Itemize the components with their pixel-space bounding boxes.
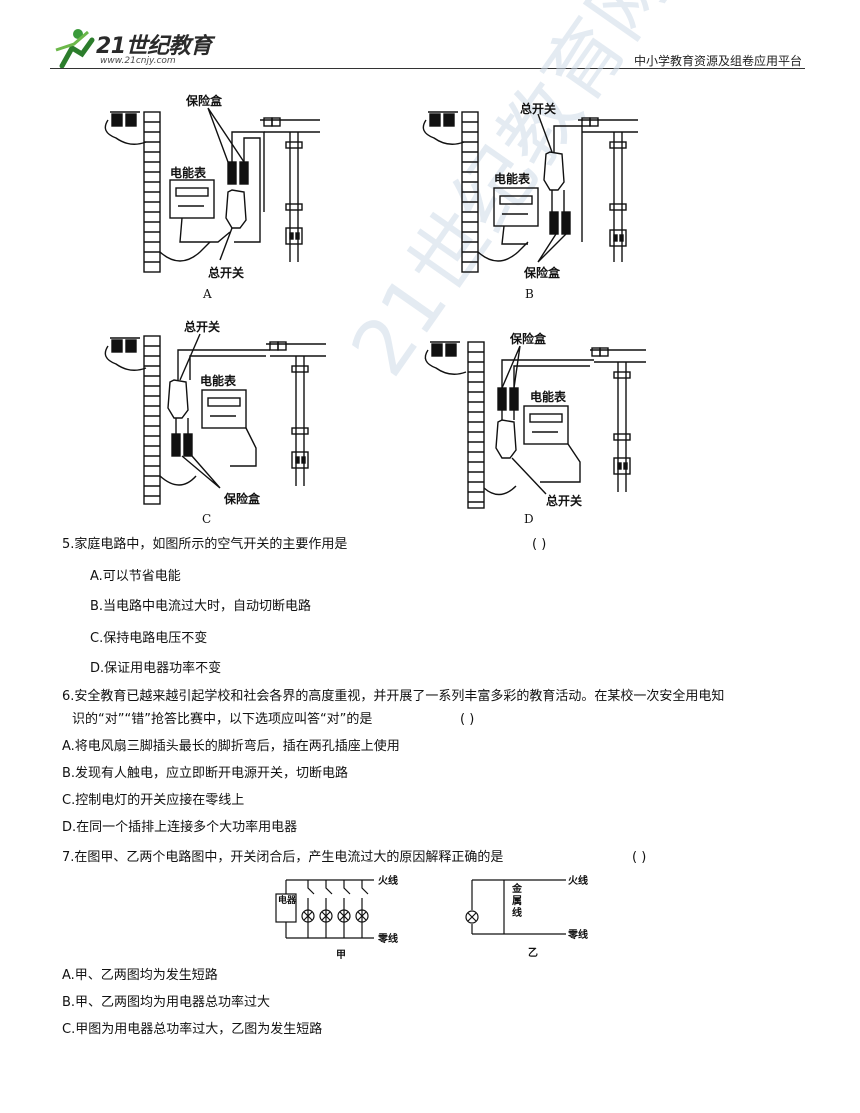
q7-option-a: A.甲、乙两图均为发生短路 — [62, 968, 218, 983]
jia-appliance-label: 电器 — [278, 896, 297, 906]
fuse-box-label-c: 保险盒 — [224, 492, 261, 506]
yi-metal-wire-label: 金属线 — [512, 884, 522, 919]
q5-stem: 5.家庭电路中，如图所示的空气开关的主要作用是 — [62, 537, 348, 552]
fuse-box-label-a: 保险盒 — [186, 94, 223, 108]
site-name: 中小学教育资源及组卷应用平台 — [633, 54, 802, 68]
q6-stem-line1: 6.安全教育已越来越引起学校和社会各界的高度重视，并开展了一系列丰富多彩的教育活… — [62, 689, 725, 704]
diagram-c: 总开关 电能表 保险盒 C — [90, 316, 340, 531]
wiring-diagram-b — [422, 111, 638, 273]
circuit-figure-yi: 金属线 火线 零线 乙 — [458, 870, 598, 962]
caption-d: D — [524, 512, 534, 526]
yi-caption: 乙 — [528, 948, 538, 959]
logo-text: 21世纪教育 — [96, 34, 212, 59]
diagram-b: 总开关 电能表 保险盒 B — [418, 92, 658, 307]
switch-label-d: 总开关 — [546, 494, 583, 508]
q6-option-b: B.发现有人触电，应立即断开电源开关，切断电路 — [62, 766, 349, 781]
circuit-figure-jia: 电器 火线 零线 甲 — [270, 870, 410, 962]
jia-caption: 甲 — [336, 950, 346, 961]
q5-option-d: D.保证用电器功率不变 — [90, 661, 222, 676]
caption-c: C — [202, 512, 212, 526]
fuse-box-label-d: 保险盒 — [510, 332, 547, 346]
q6-option-d: D.在同一个插排上连接多个大功率用电器 — [62, 820, 298, 835]
circuit-diagram-yi — [465, 879, 566, 935]
yi-neutral-label: 零线 — [568, 930, 588, 941]
logo-url: www.21cnjy.com — [100, 56, 176, 66]
caption-b: B — [525, 287, 534, 301]
fuse-box-label-b: 保险盒 — [524, 266, 561, 280]
header-divider — [50, 68, 805, 69]
meter-label-d: 电能表 — [530, 390, 567, 404]
logo-icon — [55, 29, 95, 69]
switch-label-a: 总开关 — [208, 266, 245, 280]
yi-live-label: 火线 — [568, 876, 588, 887]
q5-bracket: ( ) — [532, 537, 547, 552]
q5-option-a: A.可以节省电能 — [90, 569, 181, 584]
q5-option-c: C.保持电路电压不变 — [90, 631, 208, 646]
q6-bracket: ( ) — [460, 712, 475, 727]
meter-label-c: 电能表 — [200, 374, 237, 388]
meter-label-b: 电能表 — [494, 172, 531, 186]
q7-stem: 7.在图甲、乙两个电路图中，开关闭合后，产生电流过大的原因解释正确的是 — [62, 850, 504, 865]
jia-neutral-label: 零线 — [378, 934, 398, 945]
wiring-diagram-d — [424, 341, 646, 509]
caption-a: A — [203, 287, 212, 301]
meter-label-a: 电能表 — [170, 166, 207, 180]
q6-option-a: A.将电风扇三脚插头最长的脚折弯后，插在两孔插座上使用 — [62, 739, 400, 754]
switch-label-c: 总开关 — [184, 320, 221, 334]
wiring-diagram-a — [104, 107, 320, 273]
jia-live-label: 火线 — [378, 876, 398, 887]
q7-option-c: C.甲图为用电器总功率过大，乙图为发生短路 — [62, 1022, 323, 1037]
wiring-diagram-c — [104, 333, 326, 505]
circuit-diagram-jia — [275, 879, 374, 939]
q6-option-c: C.控制电灯的开关应接在零线上 — [62, 793, 245, 808]
q7-option-b: B.甲、乙两图均为用电器总功率过大 — [62, 995, 271, 1010]
q6-stem-line2: 识的“对”“错”抢答比赛中，以下选项应叫答“对”的是 — [72, 712, 373, 727]
q7-bracket: ( ) — [632, 850, 647, 865]
q5-option-b: B.当电路中电流过大时，自动切断电路 — [90, 599, 312, 614]
diagram-d: 保险盒 电能表 总开关 D — [420, 322, 660, 532]
switch-label-b: 总开关 — [520, 102, 557, 116]
diagram-a: 保险盒 电能表 总开关 A — [100, 92, 340, 307]
